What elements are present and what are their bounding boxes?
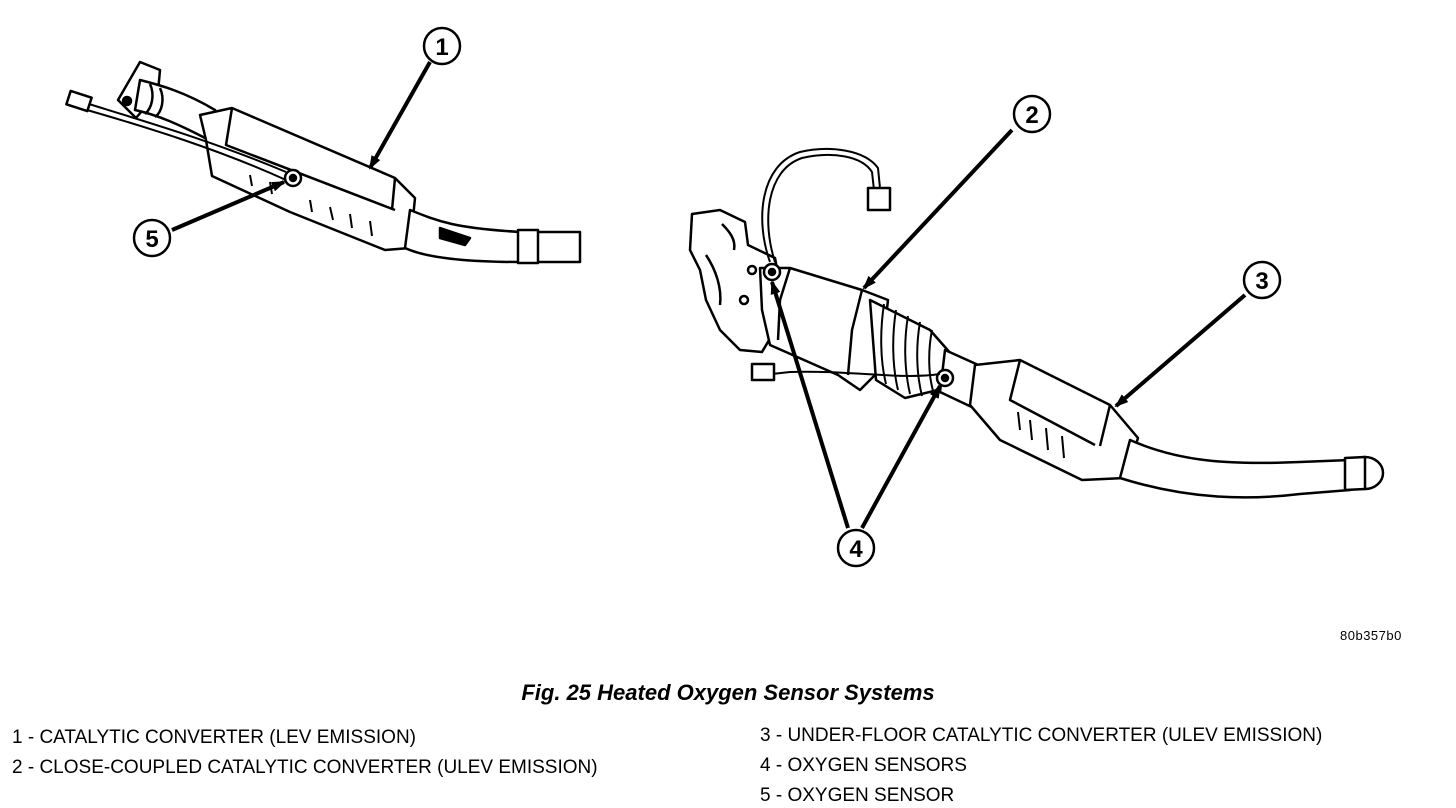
callout-label-4: 4 (849, 536, 863, 563)
callout-3: 3 (1242, 260, 1282, 300)
legend-item-1: 1 - CATALYTIC CONVERTER (LEV EMISSION) (12, 727, 416, 748)
leader-line-4b (860, 384, 942, 529)
legend-item-5: 5 - OXYGEN SENSOR (760, 785, 955, 806)
leader-line-2 (862, 128, 1014, 290)
callout-label-2: 2 (1025, 102, 1038, 129)
callout-label-5: 5 (145, 226, 158, 253)
underfloor-catalytic-converter (968, 358, 1140, 482)
legend-item-3: 3 - UNDER-FLOOR CATALYTIC CONVERTER (ULE… (760, 725, 1323, 746)
downstream-sensor-connector (750, 362, 776, 382)
callout-1: 1 (422, 26, 462, 66)
callout-4: 4 (836, 528, 876, 568)
lev-outlet-pipe (403, 208, 582, 264)
callout-label-3: 3 (1255, 268, 1268, 295)
leader-line-3 (1114, 293, 1247, 408)
callout-2: 2 (1012, 94, 1052, 134)
lev-exhaust-assembly (65, 60, 582, 265)
exhaust-diagram: 1 2 3 4 5 (65, 26, 1385, 568)
leader-line-4a (770, 280, 850, 529)
lev-catalytic-converter (198, 106, 417, 252)
legend-item-2: 2 - CLOSE-COUPLED CATALYTIC CONVERTER (U… (12, 757, 598, 778)
leader-line-5 (171, 180, 286, 232)
close-coupled-catalytic-converter (758, 266, 890, 392)
lev-sensor-wire (75, 99, 287, 173)
callout-5: 5 (132, 218, 172, 258)
reference-code: 80b357b0 (1340, 628, 1402, 643)
figure-title: Fig. 25 Heated Oxygen Sensor Systems (521, 680, 935, 705)
callout-label-1: 1 (435, 34, 448, 61)
legend-item-4: 4 - OXYGEN SENSORS (760, 755, 967, 776)
upstream-sensor-connector (866, 186, 892, 212)
ulev-tailpipe (1118, 438, 1352, 499)
ulev-exhaust-assembly (688, 147, 1385, 499)
leader-line-1 (368, 61, 432, 170)
upstream-sensor-wire (761, 147, 881, 263)
